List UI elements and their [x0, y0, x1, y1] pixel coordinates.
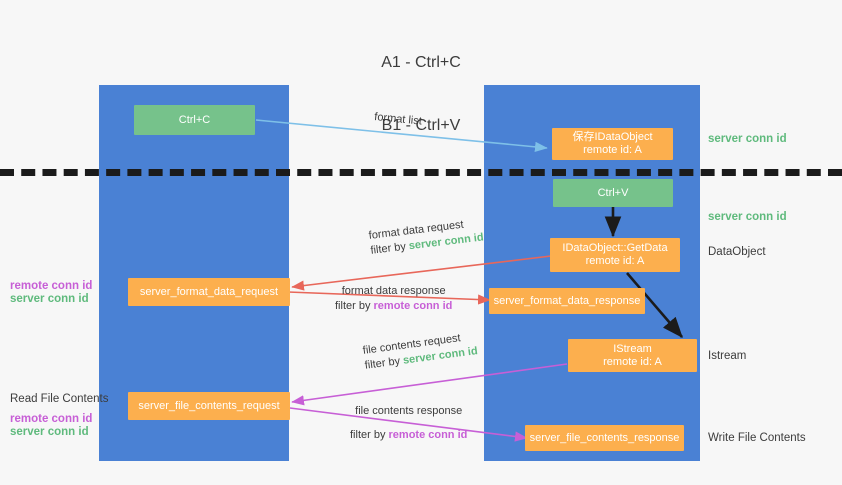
node-server-format-data-request-label: server_format_data_request	[139, 285, 279, 298]
node-server-format-data-response-label: server_format_data_response	[493, 294, 641, 307]
edge-label-file-contents-request: file contents request filter by server c…	[362, 329, 479, 374]
label-left-server-conn-id-2: server conn id	[10, 426, 89, 438]
label-right-server-conn-id-1: server conn id	[708, 133, 787, 145]
node-save-idataobject-line-1: 保存IDataObject	[572, 131, 653, 143]
label-left-remote-conn-id-2: remote conn id	[10, 413, 93, 425]
node-save-idataobject-line-2: remote id: A	[583, 144, 642, 156]
label-right-istream: Istream	[708, 350, 747, 362]
node-ctrl-v[interactable]: Ctrl+V	[553, 179, 673, 207]
edge-label-file-contents-response-line-2-plain: filter by	[350, 429, 389, 441]
label-right-dataobject: DataObject	[708, 246, 766, 258]
edge-label-format-data-response-line-1: format data response	[341, 285, 446, 297]
node-ctrl-v-label: Ctrl+V	[597, 186, 629, 199]
node-server-format-data-response[interactable]: server_format_data_response	[489, 288, 645, 314]
edge-label-format-data-response: format data response filter by remote co…	[335, 284, 452, 314]
node-server-file-contents-request[interactable]: server_file_contents_request	[128, 392, 290, 420]
node-istream-line-2: remote id: A	[603, 355, 662, 368]
node-idataobject-getdata-line-2: remote id: A	[585, 255, 645, 267]
node-server-format-data-request[interactable]: server_format_data_request	[128, 278, 290, 306]
edge-label-file-contents-request-line-2-plain: filter by	[364, 354, 404, 372]
label-left-server-conn-id-1: server conn id	[10, 293, 89, 305]
edge-label-format-data-request-line-2-plain: filter by	[369, 240, 410, 257]
node-ctrl-c[interactable]: Ctrl+C	[134, 105, 255, 135]
edge-label-file-contents-response: file contents response filter by remote …	[350, 404, 467, 443]
node-idataobject-getdata-line-1: IDataObject::GetData	[562, 242, 668, 254]
edge-label-file-contents-response-line-2-accent: remote conn id	[388, 429, 468, 441]
label-left-read-file-contents: Read File Contents	[10, 393, 109, 405]
edge-label-format-list-text: format list	[373, 110, 423, 128]
node-idataobject-getdata[interactable]: IDataObject::GetData remote id: A	[550, 238, 680, 272]
label-left-remote-conn-id-1: remote conn id	[10, 280, 93, 292]
page-title-line-1: A1 - Ctrl+C	[381, 54, 461, 71]
edge-label-format-data-request: format data request filter by server con…	[368, 216, 484, 259]
node-ctrl-c-label: Ctrl+C	[178, 113, 211, 126]
node-istream-line-1: IStream	[613, 342, 652, 355]
node-server-file-contents-response[interactable]: server_file_contents_response	[525, 425, 684, 451]
edge-label-format-data-response-line-2-plain: filter by	[335, 300, 374, 312]
node-save-idataobject[interactable]: 保存IDataObject remote id: A	[552, 128, 673, 160]
label-right-write-file-contents: Write File Contents	[708, 432, 806, 444]
phase-separator	[0, 169, 842, 176]
node-server-file-contents-response-label: server_file_contents_response	[529, 431, 680, 444]
node-server-file-contents-request-label: server_file_contents_request	[138, 399, 280, 412]
edge-label-format-data-response-line-2-accent: remote conn id	[373, 300, 453, 312]
edge-label-file-contents-response-line-1: file contents response	[355, 405, 463, 417]
label-right-server-conn-id-2: server conn id	[708, 211, 787, 223]
node-istream[interactable]: IStream remote id: A	[568, 339, 697, 372]
